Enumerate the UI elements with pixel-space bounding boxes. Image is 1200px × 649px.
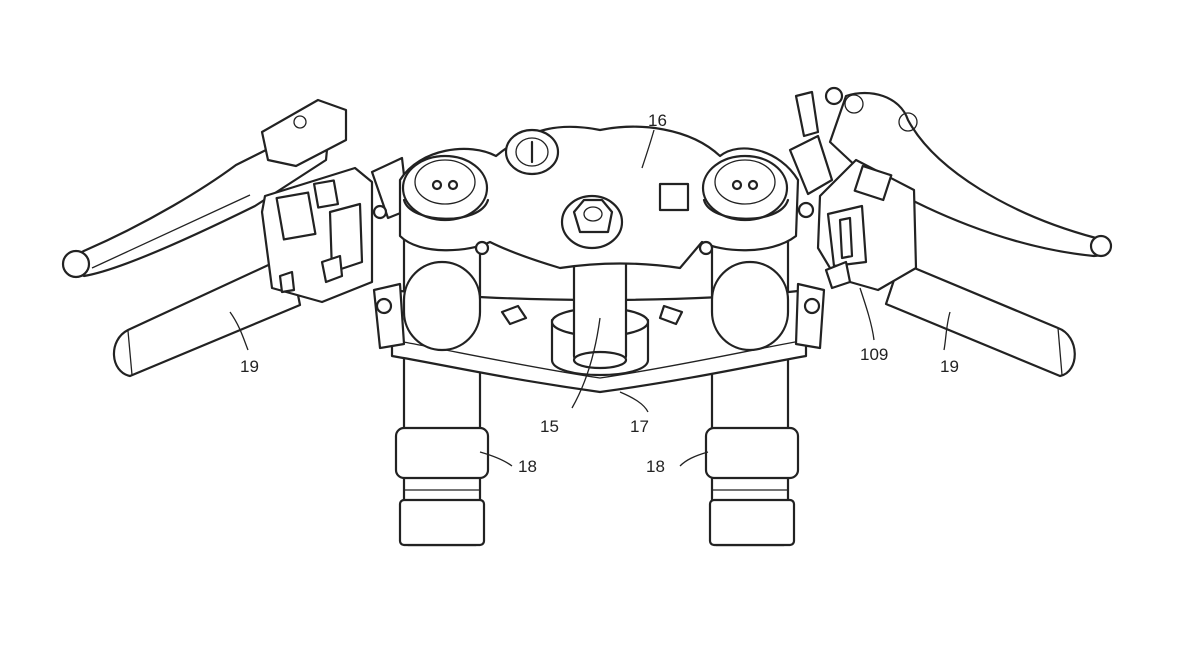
right-switch-button: [853, 164, 893, 202]
fork-left-collar: [394, 426, 490, 480]
label-109: 109: [860, 345, 888, 364]
top-bridge: [398, 125, 800, 270]
left-master-cylinder: [260, 98, 348, 168]
label-15: 15: [540, 417, 559, 436]
label-19-left: 19: [240, 357, 259, 376]
label-19-right: 19: [940, 357, 959, 376]
left-lever-tip: [61, 249, 91, 279]
right-fork-cap: [701, 154, 789, 222]
right-grip: [884, 260, 1076, 378]
label-16: 16: [648, 111, 667, 130]
top-bridge-square: [658, 182, 690, 212]
steering-stem: [550, 238, 650, 377]
left-switch-button: [275, 191, 317, 241]
right-handlebar-assembly: [788, 86, 1113, 378]
label-18-right: 18: [646, 457, 665, 476]
leader-lines: [229, 129, 951, 467]
right-lever-tip: [1089, 234, 1113, 258]
reference-labels: 16 15 17 18 18 19 19 109: [240, 111, 959, 476]
left-handlebar-assembly: [61, 98, 410, 378]
label-17: 17: [630, 417, 649, 436]
left-fork-cap: [401, 154, 489, 222]
fork-right-collar: [704, 426, 800, 480]
left-grip: [112, 253, 302, 378]
label-18-left: 18: [518, 457, 537, 476]
